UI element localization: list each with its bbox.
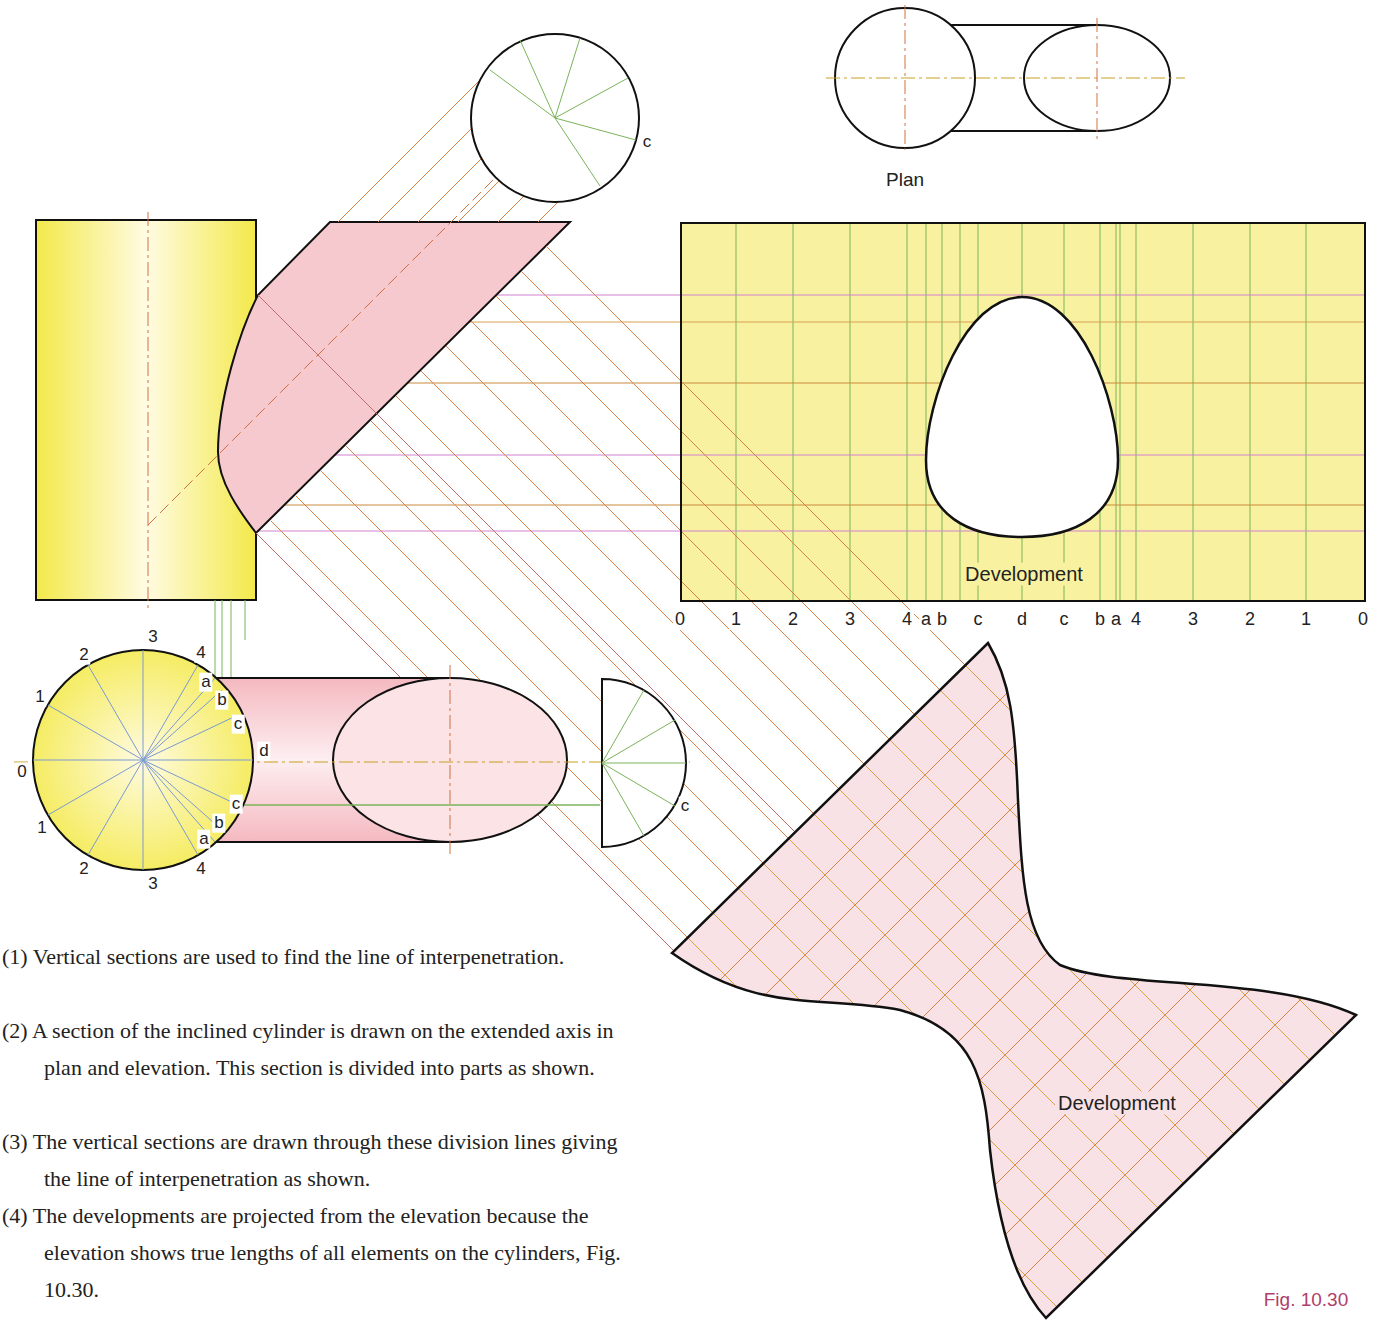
development-ground [680, 222, 1366, 602]
scale-mark: 4 [900, 610, 914, 630]
division-lines [490, 38, 636, 186]
division-mark: 2 [77, 646, 90, 665]
scale-mark: 3 [1186, 610, 1200, 630]
development-grid [668, 640, 1360, 1320]
scale-mark: d [1015, 610, 1029, 630]
scale-mark: 1 [729, 610, 743, 630]
division-mark: c [230, 795, 243, 814]
hole-outline [926, 297, 1118, 537]
development-outline [668, 640, 1360, 1320]
half-section [602, 679, 686, 847]
scale-mark: c [1058, 610, 1071, 630]
point-letter: c [641, 133, 654, 152]
division-mark: 3 [146, 875, 159, 894]
view-label: Plan [884, 170, 926, 191]
development-shape: Development [668, 640, 1360, 1320]
scale-mark: c [972, 610, 985, 630]
view-title: Development [1055, 1092, 1179, 1115]
element-lines [668, 640, 1360, 1320]
division-mark: d [257, 742, 270, 761]
element-lines [736, 222, 1306, 602]
division-mark: 3 [146, 628, 159, 647]
scale-mark: 2 [786, 610, 800, 630]
division-mark: 0 [15, 763, 28, 782]
scale-mark: 0 [1356, 610, 1370, 630]
division-mark: c [232, 715, 245, 734]
division-mark: a [199, 673, 212, 692]
division-mark: 4 [194, 860, 207, 879]
cross-lines [668, 640, 1360, 1320]
scale-mark: a [919, 610, 933, 630]
scale-mark: 2 [1243, 610, 1257, 630]
figure-caption: Fig. 10.30 [1262, 1290, 1351, 1311]
division-mark: 4 [194, 644, 207, 663]
development-border [672, 643, 1356, 1318]
plan-view [826, 5, 1185, 150]
division-mark: a [197, 830, 210, 849]
plan-circle [33, 650, 253, 870]
division-mark: b [212, 814, 225, 833]
scale-mark: b [935, 610, 949, 630]
note-text: (1) Vertical sections are used to find t… [2, 938, 642, 975]
development-panel: Development [680, 222, 1366, 602]
radial-divisions [33, 650, 253, 870]
scale-mark: a [1109, 610, 1123, 630]
scale-mark: b [1093, 610, 1107, 630]
note-text: (2) A section of the inclined cylinder i… [2, 1012, 642, 1086]
division-mark: b [215, 691, 228, 710]
scale-mark: 0 [673, 610, 687, 630]
note-text: (4) The developments are projected from … [2, 1197, 642, 1308]
division-mark: 2 [77, 860, 90, 879]
scale-mark: 3 [843, 610, 857, 630]
note-text: (3) The vertical sections are drawn thro… [2, 1123, 642, 1197]
view-title: Development [962, 563, 1086, 586]
development-fill [672, 643, 1356, 1318]
scale-mark: 1 [1299, 610, 1313, 630]
inclined-cylinder [218, 222, 570, 533]
section-circle [471, 34, 639, 202]
point-letter: c [679, 797, 692, 816]
scale-mark: 4 [1129, 610, 1143, 630]
division-mark: 1 [35, 819, 48, 838]
division-mark: 1 [33, 688, 46, 707]
